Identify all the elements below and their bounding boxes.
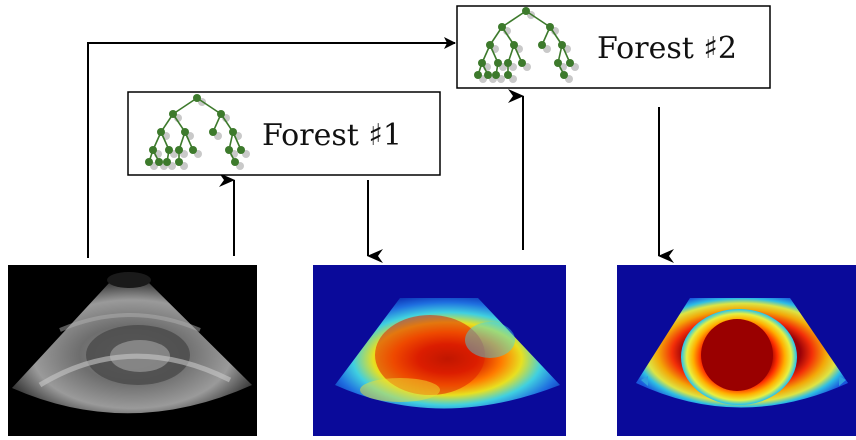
tree-node <box>474 71 482 79</box>
tree-node <box>225 146 233 154</box>
tree-node <box>155 158 163 166</box>
tree-node <box>229 128 237 136</box>
tree-icon <box>474 7 579 83</box>
tree-node <box>175 158 183 166</box>
tree-node <box>558 41 566 49</box>
arrow-image-to-forest-2 <box>87 37 456 258</box>
tree-node <box>478 59 486 67</box>
tree-node <box>175 146 183 154</box>
tree-node <box>498 23 506 31</box>
tree-node <box>217 110 225 118</box>
arrows <box>87 37 674 263</box>
tree-node <box>163 158 171 166</box>
tree-node <box>546 23 554 31</box>
probability-map-2-panel <box>617 265 856 436</box>
tree-node <box>189 146 197 154</box>
tree-node <box>145 158 153 166</box>
tree-node <box>566 59 574 67</box>
tree-node <box>494 59 502 67</box>
tree-node <box>157 128 165 136</box>
tree-node <box>504 59 512 67</box>
probability-map-1-panel <box>313 265 566 436</box>
tree-node <box>510 41 518 49</box>
tree-icon <box>145 94 250 170</box>
tree-node <box>209 128 217 136</box>
ultrasound-image-panel <box>8 265 257 436</box>
tree-node <box>522 7 530 15</box>
forest-2-label: Forest ♯2 <box>597 31 737 66</box>
tree-node <box>554 59 562 67</box>
tree-edge <box>196 97 222 115</box>
tree-edge <box>501 10 527 28</box>
tree-node <box>560 71 568 79</box>
forest-1-label: Forest ♯1 <box>262 118 402 153</box>
tree-node <box>149 146 157 154</box>
tree-edge <box>525 10 551 28</box>
tree-node <box>504 71 512 79</box>
tree-node <box>492 71 500 79</box>
tree-node <box>538 41 546 49</box>
tree-node <box>169 110 177 118</box>
tree-node <box>181 128 189 136</box>
tree-node <box>193 94 201 102</box>
tree-node <box>518 59 526 67</box>
tree-node <box>237 146 245 154</box>
tree-node <box>486 41 494 49</box>
tree-node <box>484 71 492 79</box>
tree-node <box>165 146 173 154</box>
tree-edge <box>172 97 198 115</box>
tree-node <box>231 158 239 166</box>
